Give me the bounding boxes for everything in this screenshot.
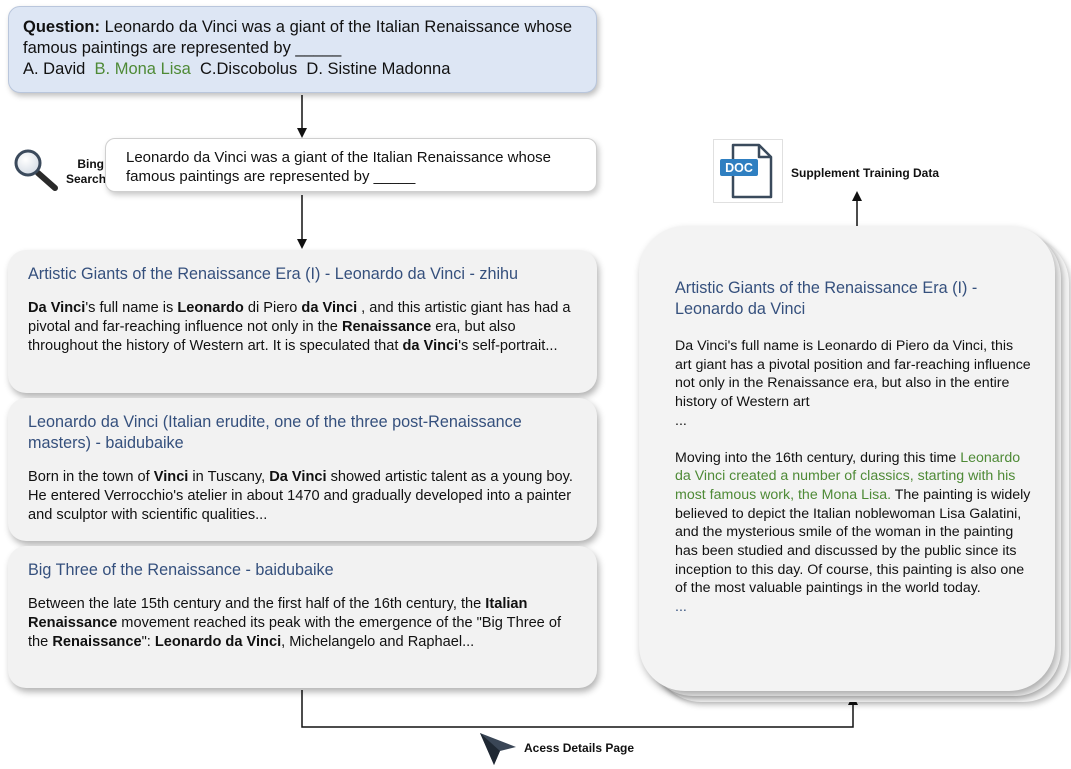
result-card-3[interactable]: Big Three of the Renaissance - baidubaik… [8,546,597,688]
detail-p2-rest: The painting is widely believed to depic… [675,486,1031,597]
bold-keyword: Da Vinci [28,300,86,316]
cursor-arrow-icon [480,733,516,765]
option-d: D. Sistine Madonna [306,60,451,78]
option-a: A. David [23,60,86,78]
result-title-1: Artistic Giants of the Renaissance Era (… [28,265,519,283]
doc-file-icon: DOC [713,139,783,203]
detail-ellipsis-1: ... [675,412,687,429]
detail-title: Artistic Giants of the Renaissance Era (… [675,279,978,318]
search-query-box: Leonardo da Vinci was a giant of the Ita… [105,138,597,192]
body-text: showed artistic talent as a young boy. H… [28,469,573,523]
body-text: 's full name is [85,300,178,316]
body-text: , Michelangelo and Raphael... [281,634,475,650]
result-body-3: Between the late 15th century and the fi… [28,595,577,652]
detail-paragraph-1: Da Vinci's full name is Leonardo di Pier… [675,338,1031,411]
result-card-1[interactable]: Artistic Giants of the Renaissance Era (… [8,250,597,393]
detail-ellipsis-2: ... [675,599,687,616]
bing-label-line2: Search [66,172,107,186]
bing-label-line1: Bing [77,157,104,171]
question-box: Question: Leonardo da Vinci was a giant … [8,6,597,93]
bold-keyword: da Vinci [402,338,459,354]
bold-keyword: Leonardo da Vinci [154,634,282,650]
question-label: Question: [23,18,100,36]
result-card-2[interactable]: Leonardo da Vinci (Italian erudite, one … [8,398,597,541]
body-text: movement reached its peak with the emerg… [28,615,562,650]
question-text: Leonardo da Vinci was a giant of the Ita… [23,18,573,57]
bold-keyword: Vinci [153,469,189,485]
magnifier-icon [14,149,58,191]
option-b-correct: B. Mona Lisa [94,60,191,78]
detail-p2-highlight: Leonardo da Vinci created a number of cl… [675,449,1021,503]
bold-keyword: Renaissance [52,634,142,650]
body-text: era, but also throughout the history of … [28,319,516,354]
body-text: 's self-portrait... [458,338,558,354]
result-title-3: Big Three of the Renaissance - baidubaik… [28,561,334,579]
result-title-2: Leonardo da Vinci (Italian erudite, one … [28,413,522,452]
option-c: C.Discobolus [200,60,298,78]
result-body-2: Born in the town of Vinci in Tuscany, Da… [28,468,577,525]
detail-page-card: Artistic Giants of the Renaissance Era (… [639,226,1055,691]
body-text: Born in the town of [28,469,154,485]
body-text: ": [141,634,155,650]
doc-icon-label: DOC [725,161,753,175]
bold-keyword: Da Vinci [269,469,327,485]
bold-keyword: Italian Renaissance [28,596,528,631]
body-text: Between the late 15th century and the fi… [28,596,486,612]
bing-search-label: Bing Search [66,157,107,187]
access-details-page-label: Acess Details Page [524,741,635,755]
body-text: in Tuscany, [188,469,270,485]
detail-paragraph-2: Moving into the 16th century, during thi… [675,449,1033,599]
bold-keyword: da Vinci [301,300,358,316]
supplement-training-data-label: Supplement Training Data [791,166,940,180]
bold-keyword: Leonardo [177,300,244,316]
body-text: di Piero [243,300,302,316]
detail-p2-intro: Moving into the 16th century, during thi… [675,449,961,466]
body-text: , and this artistic giant has had a pivo… [28,300,571,335]
bold-keyword: Renaissance [341,319,432,335]
result-body-1: Da Vinci's full name is Leonardo di Pier… [28,299,577,356]
